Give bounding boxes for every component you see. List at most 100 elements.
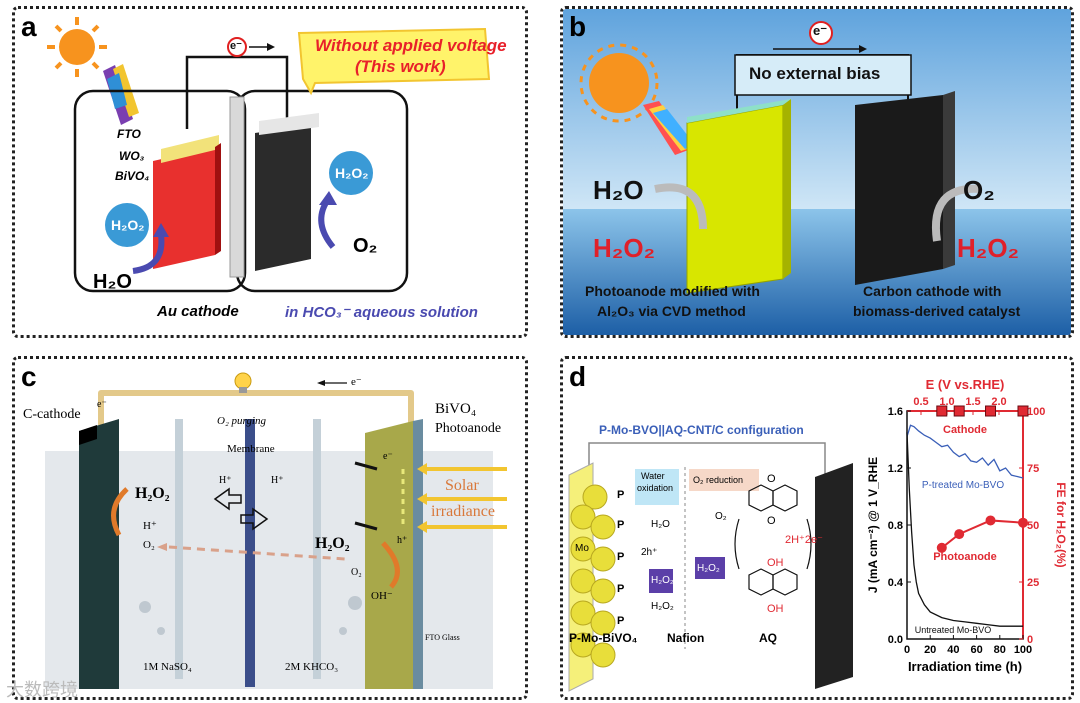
top-tick-label: 0.5 (913, 396, 928, 408)
cathode-arrow-icon (111, 487, 129, 537)
photoanode-label: Photoanode (435, 421, 502, 436)
water-oxidation-1: Water (641, 471, 665, 481)
solar-arrows-icon (417, 463, 507, 533)
h2o2-right-label: H₂O₂ (957, 233, 1020, 263)
y-right-tick-label: 0 (1027, 634, 1033, 646)
h2o2-drop-left (105, 203, 149, 247)
h2o-label: H₂O (593, 175, 644, 205)
panel-b: b e⁻ No external bias H₂O H₂O₂ O₂ H₂O₂ P… (560, 6, 1074, 338)
bottom-right-label: AQ (759, 631, 777, 645)
top-tick-label: 1.5 (965, 396, 980, 408)
y-left-tick-label: 0.0 (888, 634, 903, 646)
bottom-left-label: P-Mo-BiVO₄ (569, 631, 638, 645)
point-photoanode (936, 542, 947, 553)
callout-line-2: (This work) (355, 57, 446, 76)
label-photoanode: Photoanode (933, 551, 997, 563)
bivo4-photoanode (365, 421, 413, 689)
x-tick-label: 100 (1014, 644, 1032, 656)
mo-label: Mo (575, 543, 589, 554)
electron-icon (227, 37, 247, 57)
electron-label: e⁻ (230, 40, 242, 52)
aq-cnt-cathode (815, 463, 853, 689)
p-label-5: P (617, 615, 625, 627)
bias-label: No external bias (749, 64, 881, 83)
light-bulb-icon (234, 372, 252, 393)
y-left-tick-label: 0.8 (888, 520, 903, 532)
point-photoanode (985, 515, 996, 526)
p-label-4: P (617, 583, 625, 595)
series-line-photoanode (941, 519, 1024, 549)
water-oxidation-box (635, 469, 679, 505)
point-cathode (936, 405, 948, 417)
sun-icon (579, 43, 659, 123)
caption-left-2: Al₂O₃ via CVD method (597, 303, 746, 319)
label-untreated: Untreated Mo-BVO (915, 625, 992, 635)
h2o2-box-2 (695, 557, 725, 579)
h2o2-left-label: H₂O₂ (135, 485, 170, 502)
plot-frame (906, 410, 1024, 640)
h2o2-box-1 (649, 569, 673, 593)
panel-label: c (21, 361, 37, 392)
top-tick-label: 2.0 (991, 396, 1006, 408)
callout-bubble (297, 27, 491, 96)
membrane (245, 419, 255, 687)
h2o-label: H₂O (651, 519, 670, 530)
e-top-label: e⁻ (351, 376, 362, 388)
separator-right (313, 419, 321, 679)
o2-reduction-label: O₂ reduction (693, 475, 744, 485)
caption-right-1: Carbon cathode with (863, 283, 1002, 299)
panel-d-drawing (568, 442, 853, 692)
x-tick-label: 0 (904, 644, 910, 656)
c-cathode (79, 419, 119, 689)
point-photoanode (1018, 517, 1028, 528)
o2-left-label: O₂ (143, 539, 155, 551)
h2o2-box2-label: H₂O₂ (697, 563, 720, 574)
oh-minus-label: OH⁻ (371, 590, 393, 602)
panel-label: a (21, 11, 37, 42)
h-plus-left-label: H⁺ (143, 520, 157, 532)
o2-right-label: O₂ (351, 567, 362, 578)
series-line-p-treated-mo-bvo (906, 424, 1024, 479)
electron-icon (809, 21, 833, 45)
y-left-axis-label: J (mA cm⁻²) @ 1 V_RHE (866, 457, 880, 593)
p-label-1: P (617, 489, 625, 501)
y-right-axis-label: FE for H₂O₂(%) (1054, 482, 1068, 567)
e-minus-band-label: e⁻ (383, 451, 393, 462)
y-right-tick-label: 50 (1027, 520, 1039, 532)
y-right-tick-label: 75 (1027, 463, 1039, 475)
solar-label-1: Solar (445, 477, 479, 494)
water-oxidation-2: oxidation (637, 483, 674, 493)
khco3-label: 2M KHCO₃ (285, 661, 339, 673)
panel-c: c C-cathode e⁻ e⁻ O₂ purging Membrane Bi… (12, 356, 528, 700)
top-tick-label: 1.0 (939, 396, 954, 408)
y-right-tick-label: 25 (1027, 577, 1039, 589)
two-h-two-e-label: 2H⁺2e⁻ (785, 534, 823, 546)
y-left-tick-label: 1.2 (888, 463, 903, 475)
photoanode-slab (686, 104, 784, 294)
bivo4-label: BiVO₄ (115, 169, 150, 183)
panel-label: b (569, 11, 587, 42)
fto-label: FTO (117, 127, 141, 141)
h2o2-left-label: H₂O₂ (593, 233, 656, 263)
sea (563, 209, 1071, 335)
h2o2-drop-right (329, 151, 373, 195)
h-plus-mid-left: H⁺ (219, 475, 232, 486)
o2-reduction-box (689, 469, 759, 491)
panel-a-drawing (47, 17, 491, 293)
oh-label-bottom: OH (767, 603, 784, 615)
o2-label: O₂ (353, 235, 378, 257)
carbon-cathode-slab (855, 95, 943, 285)
p-label-2: P (617, 519, 625, 531)
solution-label: in HCO₃⁻ aqueous solution (285, 304, 478, 321)
light-rays-icon (643, 101, 695, 155)
p-label-3: P (617, 551, 625, 563)
y-left-tick-label: 0.4 (888, 577, 904, 589)
x-tick-label: 20 (924, 644, 936, 656)
point-cathode (1017, 405, 1029, 417)
arrow-right-icon (932, 184, 982, 242)
caption-left-1: Photoanode modified with (585, 283, 760, 299)
fto-glass-label: FTO Glass (425, 633, 460, 642)
panel-c-drawing (15, 359, 525, 697)
series-line-untreated-mo-bvo (906, 432, 1023, 627)
